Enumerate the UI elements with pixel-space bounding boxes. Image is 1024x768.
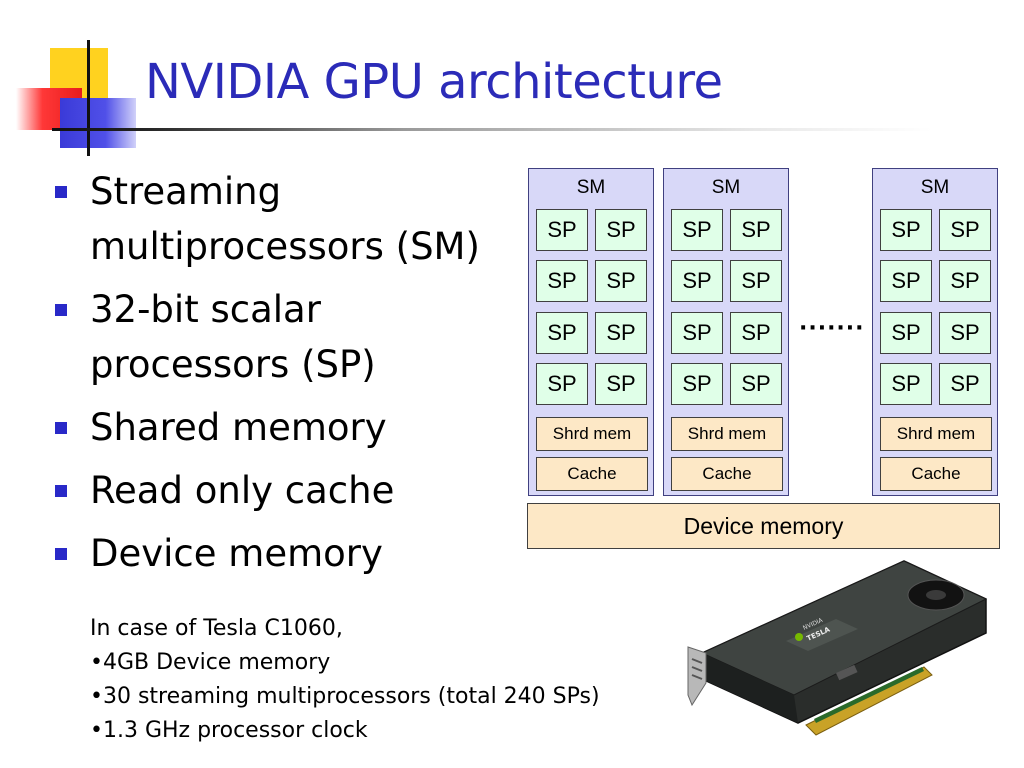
bullet-square-icon bbox=[55, 422, 67, 434]
sp-box: SP bbox=[671, 312, 723, 354]
bullet-text: Device memory bbox=[90, 532, 383, 575]
sm-label: SM bbox=[711, 177, 741, 198]
sp-box: SP bbox=[536, 209, 588, 251]
tesla-gpu-card-image: NVIDIA TESLA bbox=[687, 560, 988, 736]
slide-title: NVIDIA GPU architecture bbox=[145, 54, 723, 110]
note-line: •30 streaming multiprocessors (total 240… bbox=[90, 684, 600, 709]
sp-box: SP bbox=[536, 260, 588, 302]
sp-box: SP bbox=[595, 312, 647, 354]
title-underline bbox=[52, 128, 932, 131]
cache-box: Cache bbox=[536, 457, 648, 491]
bullet-square-icon bbox=[55, 485, 67, 497]
sp-box: SP bbox=[671, 260, 723, 302]
nvidia-logo-icon bbox=[795, 633, 803, 641]
cache-box: Cache bbox=[671, 457, 783, 491]
sp-box: SP bbox=[671, 209, 723, 251]
sp-box: SP bbox=[671, 363, 723, 405]
note-line: •4GB Device memory bbox=[90, 650, 331, 675]
sp-box: SP bbox=[939, 312, 991, 354]
notes-block: In case of Tesla C1060, •4GB Device memo… bbox=[90, 612, 600, 748]
bullet-list: Streaming multiprocessors (SM) 32-bit sc… bbox=[52, 164, 480, 589]
sp-box: SP bbox=[880, 260, 932, 302]
sp-box: SP bbox=[880, 363, 932, 405]
sp-box: SP bbox=[595, 363, 647, 405]
bullet-text: Streaming multiprocessors (SM) bbox=[90, 170, 480, 268]
shared-memory-box: Shrd mem bbox=[536, 417, 648, 451]
sp-box: SP bbox=[730, 209, 782, 251]
sp-box: SP bbox=[536, 363, 588, 405]
sp-box: SP bbox=[595, 260, 647, 302]
sp-box: SP bbox=[939, 363, 991, 405]
sm-ellipsis: ······· bbox=[799, 316, 865, 341]
bullet-square-icon bbox=[55, 548, 67, 560]
sp-box: SP bbox=[939, 209, 991, 251]
sp-box: SP bbox=[730, 363, 782, 405]
sm-label: SM bbox=[576, 177, 606, 198]
bullet-square-icon bbox=[55, 186, 67, 198]
bullet-item: Device memory bbox=[52, 526, 480, 581]
note-line: •1.3 GHz processor clock bbox=[90, 718, 368, 743]
bullet-text: 32-bit scalar processors (SP) bbox=[90, 288, 376, 386]
shared-memory-box: Shrd mem bbox=[671, 417, 783, 451]
sp-box: SP bbox=[730, 260, 782, 302]
bullet-square-icon bbox=[55, 304, 67, 316]
decor-vertical-line bbox=[87, 40, 90, 156]
sp-box: SP bbox=[880, 209, 932, 251]
sm-label: SM bbox=[920, 177, 950, 198]
bullet-text: Read only cache bbox=[90, 469, 395, 512]
note-line: In case of Tesla C1060, bbox=[90, 616, 343, 641]
bullet-item: 32-bit scalar processors (SP) bbox=[52, 282, 480, 392]
sp-box: SP bbox=[880, 312, 932, 354]
bullet-item: Read only cache bbox=[52, 463, 480, 518]
sp-box: SP bbox=[939, 260, 991, 302]
device-memory-box: Device memory bbox=[527, 503, 1000, 549]
sp-box: SP bbox=[730, 312, 782, 354]
bullet-text: Shared memory bbox=[90, 406, 387, 449]
decor-blue-square bbox=[60, 98, 136, 148]
sp-box: SP bbox=[595, 209, 647, 251]
sp-box: SP bbox=[536, 312, 588, 354]
shared-memory-box: Shrd mem bbox=[880, 417, 992, 451]
cache-box: Cache bbox=[880, 457, 992, 491]
bullet-item: Streaming multiprocessors (SM) bbox=[52, 164, 480, 274]
bullet-item: Shared memory bbox=[52, 400, 480, 455]
